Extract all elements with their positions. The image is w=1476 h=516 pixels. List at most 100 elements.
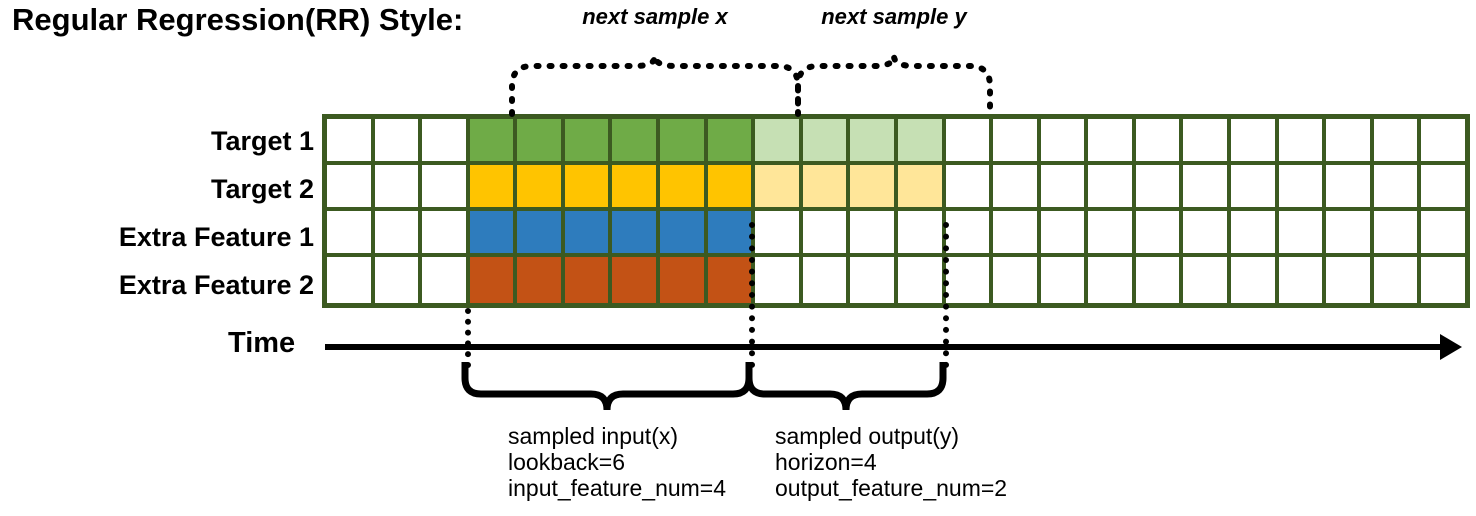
- grid-cell-blank: [1326, 165, 1374, 211]
- grid-cell-blank: [993, 211, 1041, 257]
- grid-cell-input: [469, 211, 518, 257]
- grid-cell-blank: [1373, 211, 1422, 257]
- grid-cell-blank: [1373, 257, 1422, 303]
- grid-cell-blank: [850, 211, 898, 257]
- grid-cell-output: [897, 165, 946, 211]
- grid-cell-input: [660, 211, 708, 257]
- bottom-brace-caption-sampled-input: sampled input(x) lookback=6 input_featur…: [508, 423, 726, 501]
- top-brace-next-sample-x: [509, 55, 801, 117]
- grid-cell-output: [755, 119, 803, 165]
- grid-cell-blank: [422, 257, 470, 303]
- grid-cell-blank: [1183, 119, 1231, 165]
- grid-cell-blank: [1088, 165, 1136, 211]
- grid-row-extra-feature-1: [327, 211, 1465, 257]
- top-brace-caption-next-sample-y: next sample y: [821, 4, 967, 29]
- grid-cell-blank: [945, 211, 994, 257]
- grid-cell-blank: [1421, 119, 1465, 165]
- grid-cell-input: [660, 119, 708, 165]
- grid-cell-blank: [1183, 211, 1231, 257]
- grid-cell-blank: [1326, 211, 1374, 257]
- grid-cell-blank: [374, 165, 423, 211]
- grid-cell-blank: [1278, 165, 1327, 211]
- grid-cell-output: [755, 165, 803, 211]
- grid-cell-blank: [897, 211, 946, 257]
- grid-cell-input: [612, 257, 661, 303]
- grid-cell-blank: [1230, 165, 1279, 211]
- grid-cell-blank: [374, 211, 423, 257]
- grid-cell-blank: [755, 211, 803, 257]
- dropline-output-end: [943, 222, 949, 368]
- grid-cell-blank: [1278, 257, 1327, 303]
- grid-cell-blank: [422, 165, 470, 211]
- grid-cell-blank: [1040, 119, 1089, 165]
- grid-cell-input: [660, 165, 708, 211]
- row-label-target-1: Target 1: [210, 126, 314, 156]
- grid-cell-input: [517, 211, 565, 257]
- page-title: Regular Regression(RR) Style:: [12, 2, 464, 37]
- grid-cell-input: [564, 119, 613, 165]
- sampled-output-line-1: sampled output(y): [775, 423, 960, 449]
- grid-cell-blank: [327, 165, 375, 211]
- grid-cell-blank: [1421, 211, 1465, 257]
- dropline-input-end: [749, 222, 755, 368]
- grid-cell-blank: [1421, 165, 1465, 211]
- grid-cell-blank: [1088, 119, 1136, 165]
- grid-cell-blank: [1230, 119, 1279, 165]
- grid-cell-input: [707, 165, 756, 211]
- grid-cell-blank: [1278, 119, 1327, 165]
- grid-cell-output: [850, 119, 898, 165]
- top-brace-caption-next-sample-x: next sample x: [582, 4, 728, 29]
- timeseries-grid: [322, 114, 1470, 308]
- grid-cell-blank: [945, 257, 994, 303]
- grid-cell-input: [612, 165, 661, 211]
- grid-cell-input: [564, 165, 613, 211]
- grid-row-extra-feature-2: [327, 257, 1465, 303]
- grid-cell-blank: [1088, 257, 1136, 303]
- grid-cell-blank: [327, 257, 375, 303]
- grid-cell-output: [850, 165, 898, 211]
- grid-cell-output: [802, 165, 851, 211]
- grid-cell-blank: [993, 257, 1041, 303]
- grid-cell-blank: [945, 165, 994, 211]
- grid-cell-blank: [422, 119, 470, 165]
- grid-cell-input: [564, 211, 613, 257]
- sampled-input-line-3: input_feature_num=4: [508, 475, 727, 501]
- grid-cell-blank: [1230, 257, 1279, 303]
- grid-cell-blank: [1278, 211, 1327, 257]
- sampled-input-line-2: lookback=6: [508, 449, 625, 475]
- grid-cell-blank: [755, 257, 803, 303]
- grid-cell-input: [707, 119, 756, 165]
- grid-cell-blank: [1088, 211, 1136, 257]
- grid-cell-blank: [850, 257, 898, 303]
- grid-cell-blank: [1230, 211, 1279, 257]
- grid-cell-blank: [897, 257, 946, 303]
- grid-cell-input: [469, 165, 518, 211]
- grid-cell-blank: [1135, 165, 1184, 211]
- grid-cell-blank: [1373, 165, 1422, 211]
- time-axis-line: [325, 344, 1451, 350]
- grid-cell-blank: [993, 165, 1041, 211]
- grid-cell-blank: [327, 119, 375, 165]
- grid-cell-input: [517, 119, 565, 165]
- row-label-extra-feature-1: Extra Feature 1: [118, 222, 314, 252]
- grid-cell-blank: [802, 211, 851, 257]
- grid-cell-blank: [1040, 211, 1089, 257]
- sampled-output-line-3: output_feature_num=2: [775, 475, 1008, 501]
- grid-cell-input: [564, 257, 613, 303]
- grid-cell-blank: [993, 119, 1041, 165]
- grid-cell-blank: [1183, 257, 1231, 303]
- grid-row-target-1: [327, 119, 1465, 165]
- sampled-output-line-2: horizon=4: [775, 449, 877, 475]
- grid-cell-blank: [1373, 119, 1422, 165]
- grid-cell-blank: [1135, 119, 1184, 165]
- grid-cell-blank: [802, 257, 851, 303]
- grid-cell-input: [707, 257, 756, 303]
- time-axis-label: Time: [228, 327, 296, 359]
- grid-cell-input: [612, 119, 661, 165]
- time-axis-arrow-icon: [1440, 334, 1462, 360]
- row-label-target-2: Target 2: [210, 174, 314, 204]
- grid-cell-input: [469, 119, 518, 165]
- grid-cell-blank: [1135, 211, 1184, 257]
- grid-cell-blank: [1421, 257, 1465, 303]
